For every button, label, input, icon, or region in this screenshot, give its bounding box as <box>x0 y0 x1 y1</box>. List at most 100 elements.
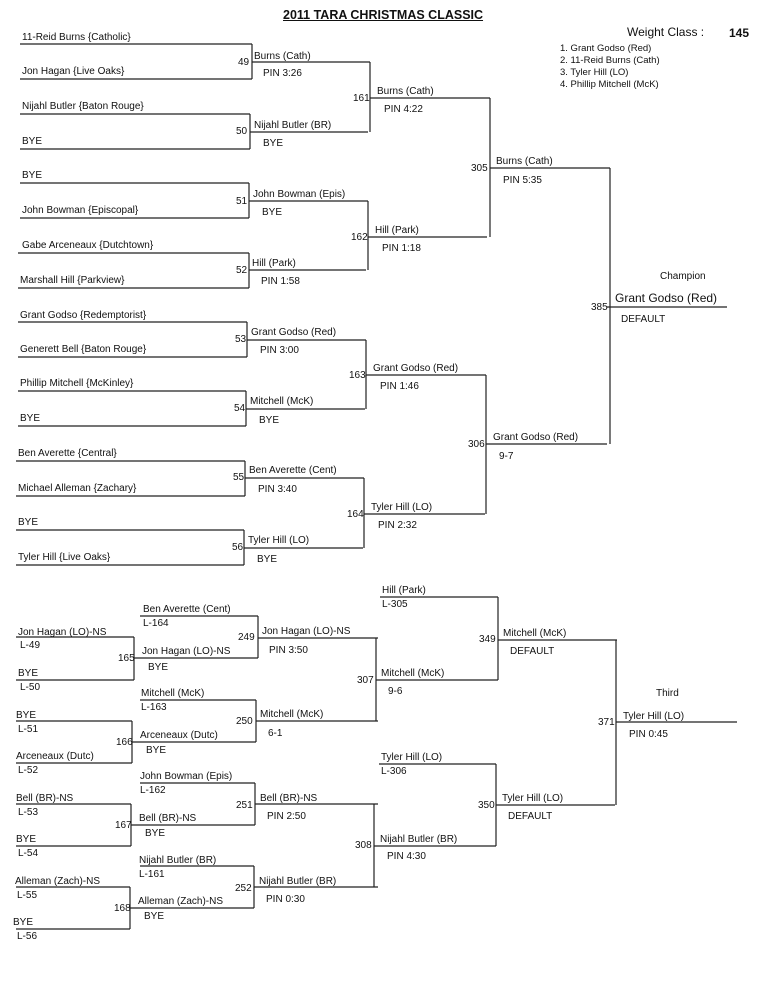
bout-result: BYE <box>146 745 167 756</box>
loser-note: L-51 <box>18 724 39 735</box>
champion-label: Champion <box>660 271 706 282</box>
bout-winner: Nijahl Butler (BR) <box>380 834 458 845</box>
wrestler-entry: Grant Godso {Redemptorist} <box>20 310 147 321</box>
loser-note: L-164 <box>143 618 169 629</box>
wrestler-entry: Marshall Hill {Parkview} <box>20 275 125 286</box>
bout-result: PIN 4:22 <box>384 104 423 115</box>
bout-winner: Mitchell (McK) <box>260 709 324 720</box>
consolation-entry: Alleman (Zach)-NS <box>15 876 101 887</box>
bout-number: 162 <box>351 232 368 243</box>
consolation-entry: Bell (BR)-NS <box>16 793 74 804</box>
bout-result: PIN 1:46 <box>380 381 419 392</box>
bout-result: PIN 2:50 <box>267 811 306 822</box>
bout-number: 371 <box>598 717 615 728</box>
loser-note: L-305 <box>382 599 408 610</box>
bout-number: 252 <box>235 883 252 894</box>
consolation-entry: BYE <box>16 710 37 721</box>
bout-result: BYE <box>262 207 283 218</box>
loser-note: L-54 <box>18 848 39 859</box>
loser-note: L-52 <box>18 765 39 776</box>
bout-number: 54 <box>234 403 246 414</box>
placement-2: 2. 11-Reid Burns (Cath) <box>560 55 660 66</box>
consolation-drop-in: Hill (Park) <box>382 585 426 596</box>
bout-number: 250 <box>236 716 253 727</box>
bout-winner: Mitchell (McK) <box>503 628 567 639</box>
loser-note: L-161 <box>139 869 165 880</box>
bout-number: 306 <box>468 439 485 450</box>
wrestler-entry: BYE <box>22 136 43 147</box>
placement-3: 3. Tyler Hill (LO) <box>560 67 629 78</box>
bout-number: 168 <box>114 903 131 914</box>
bout-result: PIN 1:18 <box>382 243 421 254</box>
consolation-drop-in: John Bowman (Epis) <box>140 771 233 782</box>
bout-winner: Arceneaux (Dutc) <box>140 730 218 741</box>
bout-number: 53 <box>235 334 247 345</box>
bout-number: 350 <box>478 800 495 811</box>
bout-number: 249 <box>238 632 255 643</box>
page-title: 2011 TARA CHRISTMAS CLASSIC <box>283 8 484 22</box>
consolation-entry: BYE <box>16 834 37 845</box>
wrestler-entry: Generett Bell {Baton Rouge} <box>20 344 147 355</box>
bout-result: PIN 3:40 <box>258 484 297 495</box>
wrestler-entry: Phillip Mitchell {McKinley} <box>20 378 134 389</box>
bout-number: 308 <box>355 840 372 851</box>
bout-winner: Jon Hagan (LO)-NS <box>142 646 231 657</box>
weight-class-value: 145 <box>729 26 750 40</box>
bout-winner: Alleman (Zach)-NS <box>138 896 224 907</box>
bout-result: PIN 5:35 <box>503 175 542 186</box>
bout-number: 349 <box>479 634 496 645</box>
bout-number: 165 <box>118 653 135 664</box>
bout-result: BYE <box>263 138 284 149</box>
bout-number: 50 <box>236 126 248 137</box>
wrestler-entry: Michael Alleman {Zachary} <box>18 483 137 494</box>
bout-winner: Nijahl Butler (BR) <box>254 120 332 131</box>
bout-winner: Bell (BR)-NS <box>139 813 197 824</box>
wrestler-entry: John Bowman {Episcopal} <box>22 205 139 216</box>
bout-winner: Grant Godso (Red) <box>373 363 459 374</box>
bout-result: PIN 4:30 <box>387 851 426 862</box>
bout-winner: Burns (Cath) <box>377 86 434 97</box>
third-name: Tyler Hill (LO) <box>623 711 685 722</box>
bout-number: 251 <box>236 800 253 811</box>
bout-result: 9-7 <box>499 451 514 462</box>
loser-note: L-56 <box>17 931 38 942</box>
bout-number: 166 <box>116 737 133 748</box>
bout-number: 307 <box>357 675 374 686</box>
loser-note: L-50 <box>20 682 41 693</box>
bout-number: 55 <box>233 472 245 483</box>
bout-winner: Tyler Hill (LO) <box>371 502 433 513</box>
bout-result: PIN 3:50 <box>269 645 308 656</box>
wrestler-entry: Tyler Hill {Live Oaks} <box>18 552 111 563</box>
bout-winner: Hill (Park) <box>375 225 419 236</box>
bout-winner: Mitchell (McK) <box>381 668 445 679</box>
bout-winner: Tyler Hill (LO) <box>248 535 310 546</box>
bout-winner: Grant Godso (Red) <box>493 432 579 443</box>
bout-winner: Nijahl Butler (BR) <box>259 876 337 887</box>
bout-winner: Jon Hagan (LO)-NS <box>262 626 351 637</box>
wrestler-entry: 11-Reid Burns {Catholic} <box>22 32 131 43</box>
consolation-entry: BYE <box>18 668 39 679</box>
bout-result: 9-6 <box>388 686 403 697</box>
placement-4: 4. Phillip Mitchell (McK) <box>560 79 659 90</box>
bout-result: PIN 0:30 <box>266 894 305 905</box>
wrestler-entry: BYE <box>22 170 43 181</box>
bout-number: 385 <box>591 302 608 313</box>
wrestler-entry: Jon Hagan {Live Oaks} <box>22 66 125 77</box>
wrestler-entry: BYE <box>20 413 41 424</box>
champion-name: Grant Godso (Red) <box>615 291 718 305</box>
bout-number: 161 <box>353 93 370 104</box>
bout-winner: John Bowman (Epis) <box>253 189 346 200</box>
bout-result: BYE <box>259 415 280 426</box>
bout-result: BYE <box>145 828 166 839</box>
wrestler-entry: Nijahl Butler {Baton Rouge} <box>22 101 144 112</box>
bout-number: 164 <box>347 509 364 520</box>
bout-number: 305 <box>471 163 488 174</box>
bout-result: 6-1 <box>268 728 283 739</box>
consolation-entry: Jon Hagan (LO)-NS <box>18 627 107 638</box>
weight-class-label: Weight Class : <box>627 25 705 39</box>
bout-winner: Burns (Cath) <box>254 51 311 62</box>
third-result: PIN 0:45 <box>629 729 668 740</box>
consolation-entry: Arceneaux (Dutc) <box>16 751 94 762</box>
bout-winner: Bell (BR)-NS <box>260 793 318 804</box>
